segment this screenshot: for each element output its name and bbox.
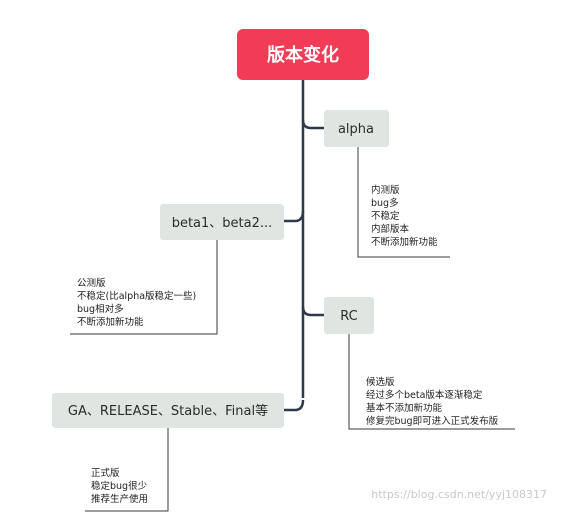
note-ga: 正式版 稳定bug很少 推荐生产使用: [91, 467, 148, 505]
note-rc-line: 经过多个beta版本逐渐稳定: [366, 389, 483, 401]
note-beta-bracket: [70, 240, 218, 335]
node-rc: RC: [324, 297, 374, 334]
branch-alpha-connector: [301, 119, 324, 130]
node-alpha-label: alpha: [338, 122, 374, 137]
note-beta: 公测版 不稳定(比alpha版稳定一些) bug相对多 不断添加新功能: [77, 277, 196, 328]
note-alpha-line: bug多: [371, 197, 399, 209]
node-rc-label: RC: [340, 309, 357, 324]
node-alpha: alpha: [324, 110, 389, 147]
note-rc-line: 基本不添加新功能: [366, 402, 443, 414]
note-alpha-line: 内部版本: [371, 223, 410, 235]
node-ga: GA、RELEASE、Stable、Final等: [52, 393, 284, 428]
note-rc: 候选版 经过多个beta版本逐渐稳定 基本不添加新功能 修复完bug即可进入正式…: [366, 376, 499, 427]
node-beta: beta1、beta2...: [160, 204, 284, 240]
note-rc-line: 修复完bug即可进入正式发布版: [366, 415, 499, 427]
note-rc-line: 候选版: [366, 376, 395, 388]
note-alpha-line: 内测版: [371, 184, 400, 196]
note-alpha-line: 不稳定: [371, 210, 400, 222]
watermark: https://blog.csdn.net/yyj108317: [371, 488, 547, 501]
title-text: 版本变化: [267, 44, 339, 66]
branch-rc-connector: [301, 306, 324, 317]
note-ga-bracket: [85, 428, 169, 512]
note-ga-line: 推荐生产使用: [91, 493, 148, 505]
branch-beta-connector: [284, 210, 305, 223]
note-alpha: 内测版 bug多 不稳定 内部版本 不断添加新功能: [371, 184, 438, 248]
branch-ga-connector: [284, 399, 305, 412]
node-ga-label: GA、RELEASE、Stable、Final等: [68, 403, 268, 419]
node-beta-label: beta1、beta2...: [172, 216, 273, 231]
note-alpha-bracket: [357, 147, 450, 258]
note-beta-line: bug相对多: [77, 303, 124, 315]
note-beta-line: 不断添加新功能: [77, 316, 144, 328]
note-beta-line: 不稳定(比alpha版稳定一些): [77, 290, 196, 302]
note-alpha-line: 不断添加新功能: [371, 236, 438, 248]
note-ga-line: 稳定bug很少: [91, 480, 148, 492]
note-ga-line: 正式版: [91, 467, 120, 479]
note-beta-line: 公测版: [77, 277, 106, 289]
title-node: 版本变化: [237, 29, 369, 80]
note-rc-bracket: [348, 334, 515, 430]
